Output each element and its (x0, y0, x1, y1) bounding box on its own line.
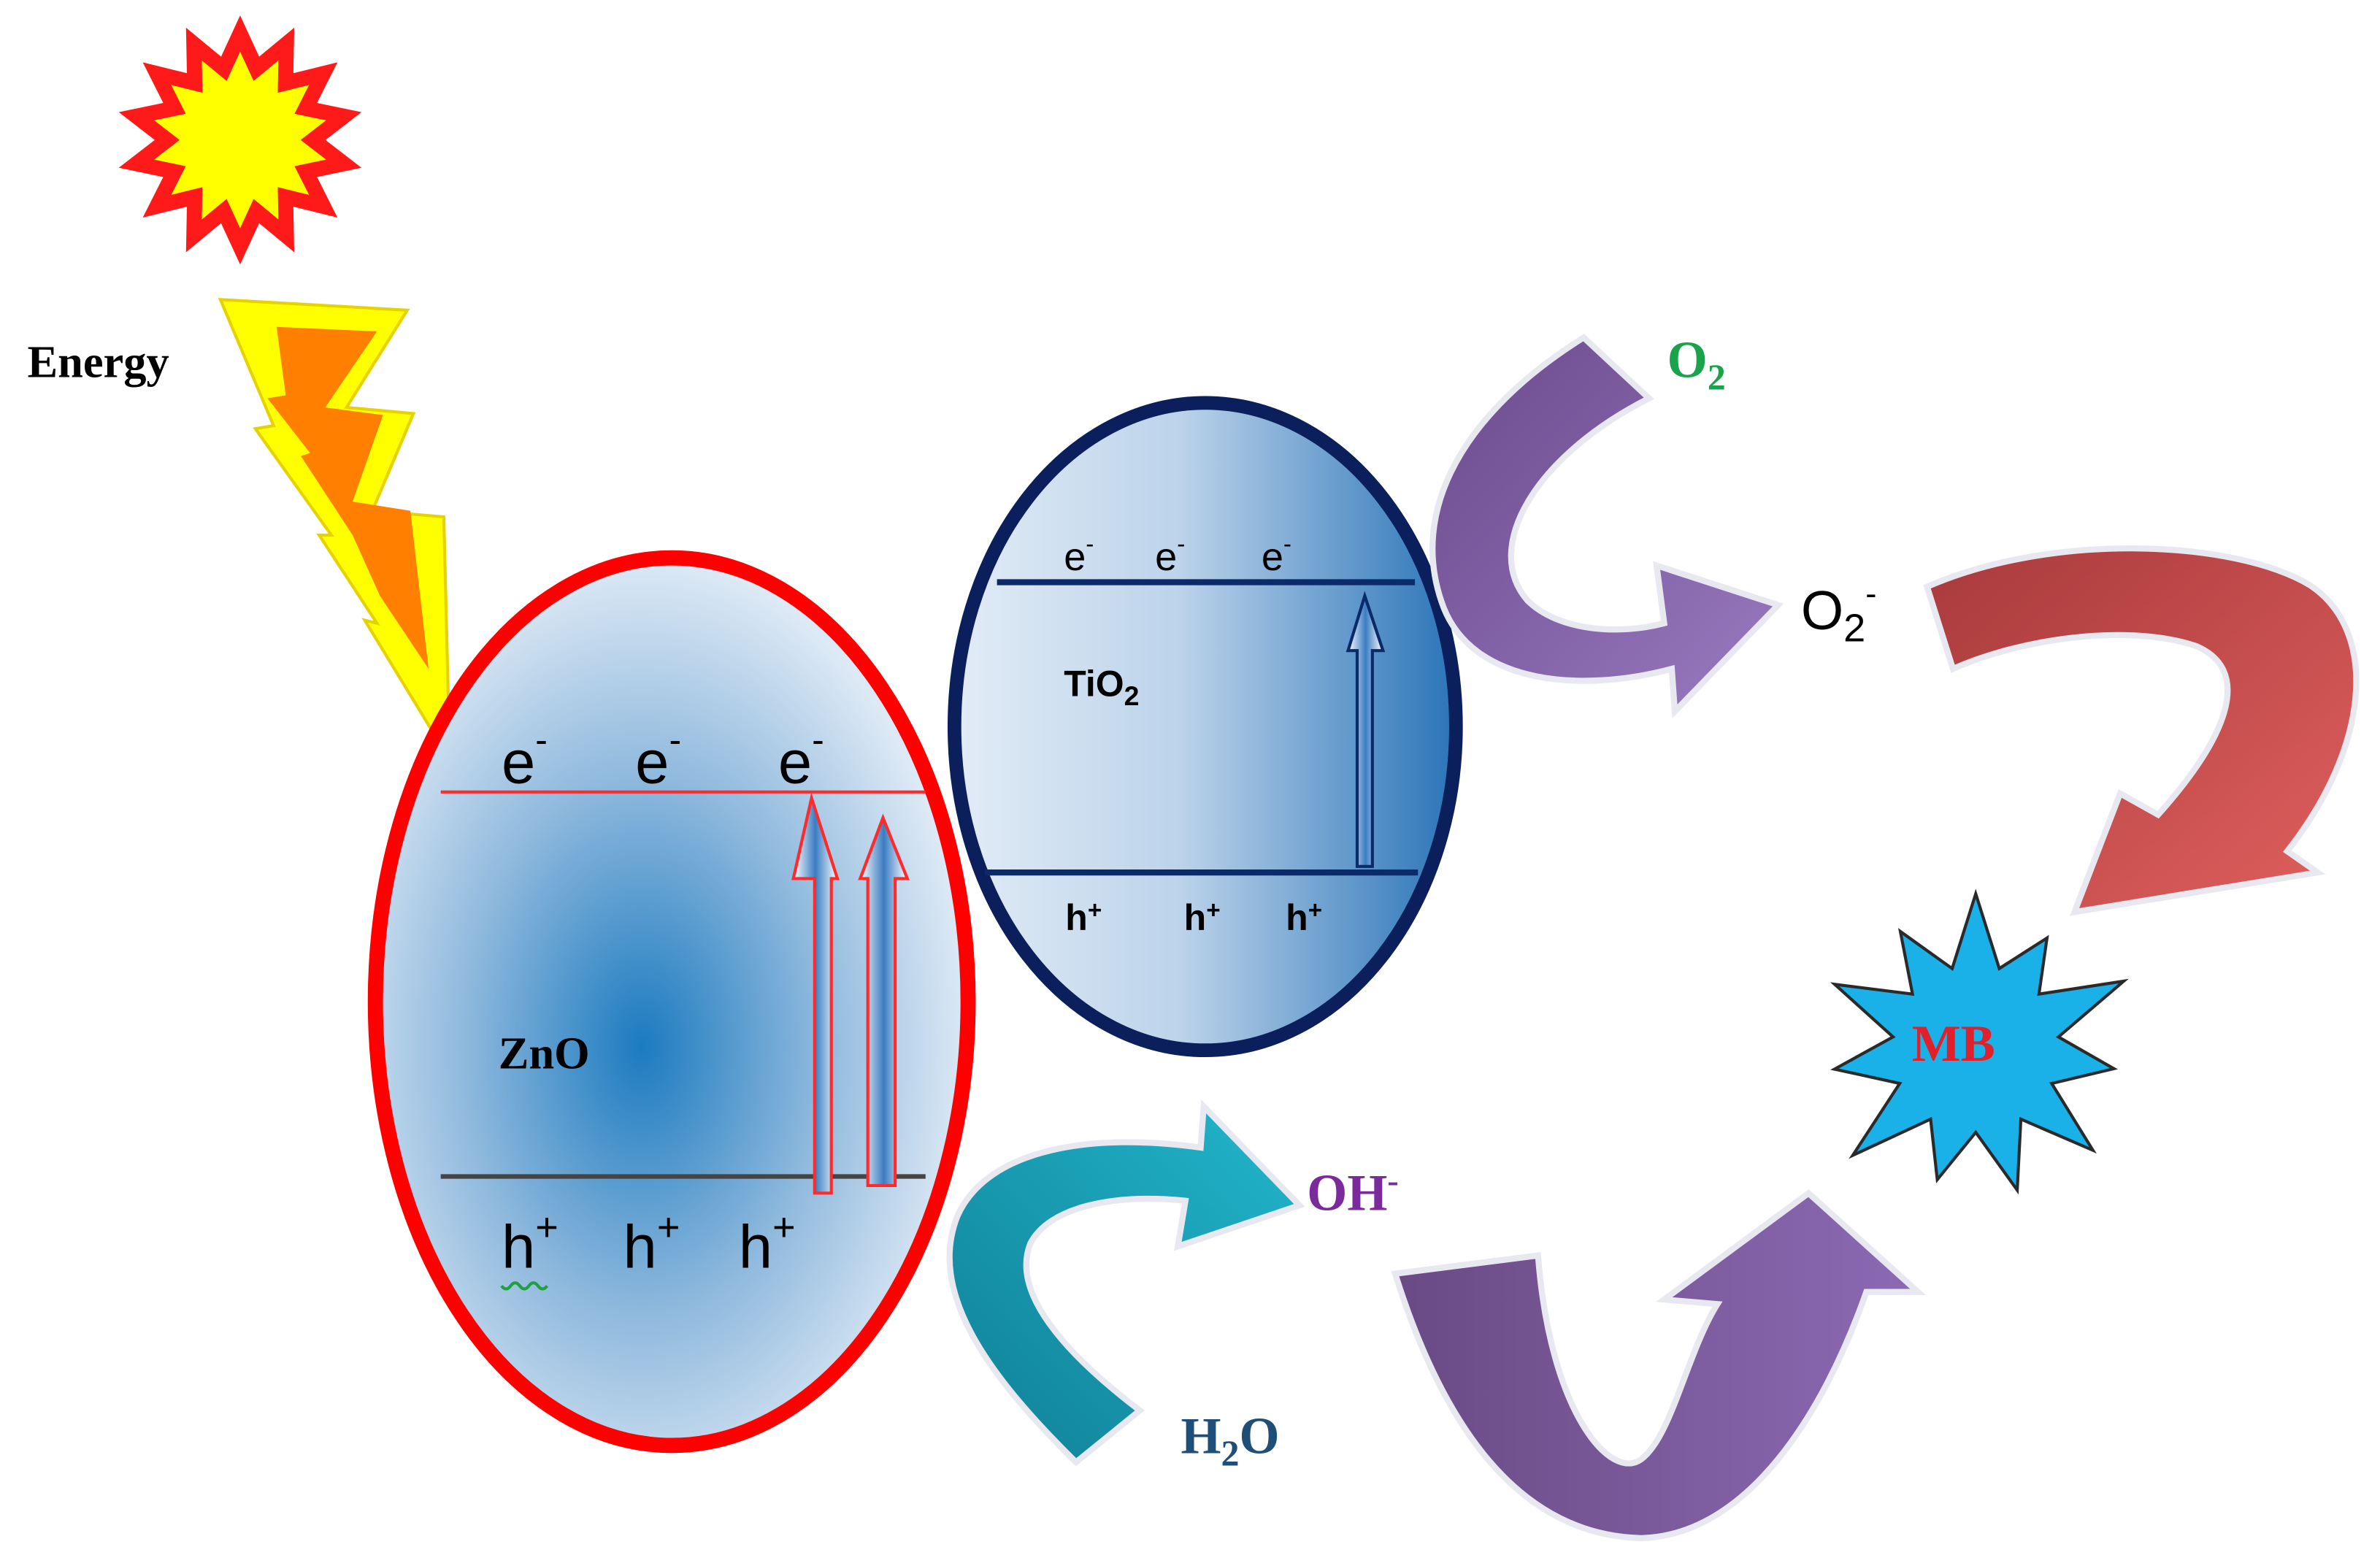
water-oxidation-arrow (946, 1099, 1305, 1467)
zno-excitation-arrow-2 (858, 813, 910, 1188)
hydroxyl-attack-arrow (1391, 1189, 1926, 1542)
mb-burst-icon (1830, 888, 2129, 1195)
tio2-hole: h+ (1184, 897, 1221, 939)
zno-electron: e- (502, 720, 548, 796)
energy-label: Energy (27, 336, 169, 387)
zno-hole: h+ (502, 1205, 558, 1281)
o2-label: O2 (1667, 331, 1726, 397)
superoxide-label: O2- (1801, 575, 1877, 650)
zno-label: ZnO (499, 1028, 590, 1079)
tio2-label: TiO2 (1064, 664, 1139, 711)
mb-label: MB (1912, 1015, 1995, 1072)
lightning-bolt-icon (218, 298, 452, 766)
spellcheck-squiggle (500, 1281, 549, 1291)
tio2-hole: h+ (1065, 897, 1102, 939)
zno-excitation-arrow-1 (791, 792, 840, 1195)
tio2-electron: e- (1155, 531, 1185, 579)
zno-electron: e- (778, 720, 824, 796)
tio2-electron: e- (1064, 531, 1094, 579)
tio2-hole: h+ (1286, 897, 1322, 939)
zno-particle: ZnO e- e- e- h+ h+ h+ (367, 550, 976, 1454)
zno-electron: e- (635, 720, 681, 796)
zno-hole: h+ (623, 1205, 680, 1281)
radical-attack-arrow (1923, 545, 2360, 916)
water-label: H2O (1181, 1408, 1280, 1473)
hydroxyl-label: OH- (1307, 1162, 1398, 1221)
tio2-particle: TiO2 e- e- e- h+ h+ h+ (947, 396, 1463, 1058)
tio2-electron: e- (1262, 531, 1291, 579)
zno-hole: h+ (739, 1205, 796, 1281)
sun-icon (118, 15, 362, 265)
tio2-excitation-arrow (1346, 591, 1386, 868)
o2-reduction-arrow (1429, 334, 1784, 719)
